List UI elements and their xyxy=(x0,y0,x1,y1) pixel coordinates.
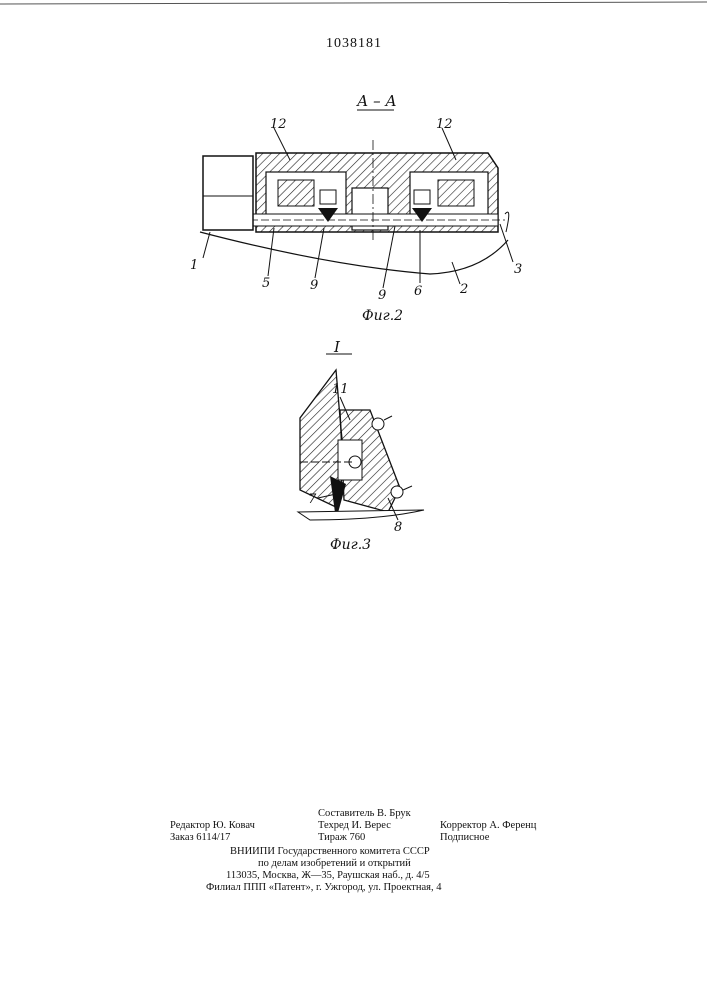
detail-label: I xyxy=(334,338,340,356)
fig2-label-12b: 12 xyxy=(436,117,453,132)
fig2-label-6: 6 xyxy=(414,284,422,299)
fig2-label-12a: 12 xyxy=(270,117,287,132)
fig2-label-2: 2 xyxy=(460,282,468,297)
footer-techred: Техред И. Верес xyxy=(318,820,391,832)
fig2-label-9b: 9 xyxy=(378,288,386,303)
footer-subscription: Подписное xyxy=(440,832,489,844)
fig2-label-5: 5 xyxy=(262,276,270,291)
footer-org-line1: ВНИИПИ Государственного комитета СССР xyxy=(230,846,430,858)
footer-org-line3: 113035, Москва, Ж—35, Раушская наб., д. … xyxy=(226,870,430,882)
fig2-label-9a: 9 xyxy=(310,278,318,293)
footer-corrector: Корректор А. Ференц xyxy=(440,820,536,832)
fig2-label-1: 1 xyxy=(190,258,198,273)
fig3-label-8: 8 xyxy=(394,520,402,535)
fig2-caption: Фиг.2 xyxy=(362,308,403,324)
fig3-label-11: 11 xyxy=(332,382,349,397)
footer-compiler: Составитель В. Брук xyxy=(318,808,411,820)
footer-order: Заказ 6114/17 xyxy=(170,832,230,844)
fig2-label-3: 3 xyxy=(514,262,522,277)
footer-editor: Редактор Ю. Ковач xyxy=(170,820,255,832)
fig3-caption: Фиг.3 xyxy=(330,537,371,553)
fig3-label-7: 7 xyxy=(308,492,316,507)
footer-branch: Филиал ППП «Патент», г. Ужгород, ул. Про… xyxy=(206,882,441,894)
section-label: А – А xyxy=(357,92,397,110)
footer-org-line2: по делам изобретений и открытий xyxy=(258,858,411,870)
footer-circulation: Тираж 760 xyxy=(318,832,365,844)
